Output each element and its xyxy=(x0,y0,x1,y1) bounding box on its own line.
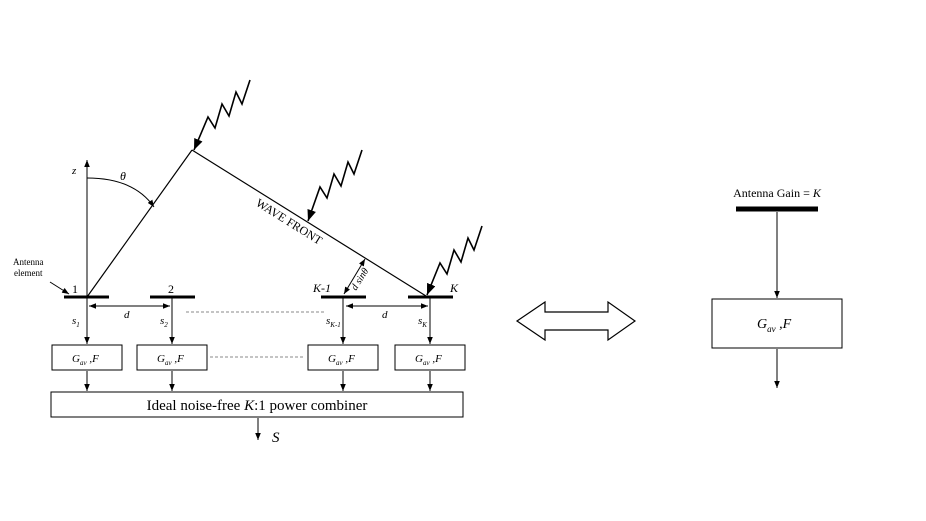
incident-ray xyxy=(86,149,193,298)
wave-front xyxy=(191,149,427,297)
path-difference-arrow xyxy=(343,258,366,295)
antenna-annotation-line1: Antenna xyxy=(13,257,44,267)
amplifier-label-1: Gav ,F xyxy=(72,353,99,367)
antenna-annotation-line2: element xyxy=(14,268,43,278)
element-index-k: K xyxy=(449,281,459,295)
amplifier-block-k xyxy=(394,344,466,371)
equivalent-amplifier-block xyxy=(711,298,843,349)
signal-label-2: s2 xyxy=(160,315,168,329)
amplifier-block-k-1 xyxy=(307,344,379,371)
antenna-gain-label: Antenna Gain = K xyxy=(733,186,822,200)
theta-label: θ xyxy=(120,169,126,183)
signal-label-k: sK xyxy=(418,315,427,329)
element-index-1: 1 xyxy=(72,282,78,296)
element-index-2: 2 xyxy=(168,282,174,296)
incoming-wave-2 xyxy=(307,149,363,222)
incoming-wave-3 xyxy=(426,225,483,296)
power-combiner-label: Ideal noise-free K:1 power combiner xyxy=(147,398,368,414)
amplifier-block-1 xyxy=(51,344,123,371)
z-axis-label: z xyxy=(71,165,77,177)
element-index-k-1: K-1 xyxy=(312,281,331,295)
incoming-wave-1 xyxy=(193,79,251,151)
amplifier-label-k-1: Gav ,F xyxy=(328,353,355,367)
power-combiner-block xyxy=(50,391,464,418)
signal-label-1: s1 xyxy=(72,315,80,329)
amplifier-block-2 xyxy=(136,344,208,371)
antenna-annotation-arrow xyxy=(49,281,70,295)
spacing-label-2: d xyxy=(382,309,388,321)
output-label: S xyxy=(272,430,280,446)
theta-arc xyxy=(86,177,155,208)
amplifier-label-2: Gav ,F xyxy=(157,353,184,367)
signal-label-k-1: sK-1 xyxy=(326,315,341,329)
equivalence-arrow xyxy=(515,300,637,342)
amplifier-label-k: Gav ,F xyxy=(415,353,442,367)
equivalent-amplifier-label: Gav ,F xyxy=(757,317,792,334)
spacing-label-1: d xyxy=(124,309,130,321)
